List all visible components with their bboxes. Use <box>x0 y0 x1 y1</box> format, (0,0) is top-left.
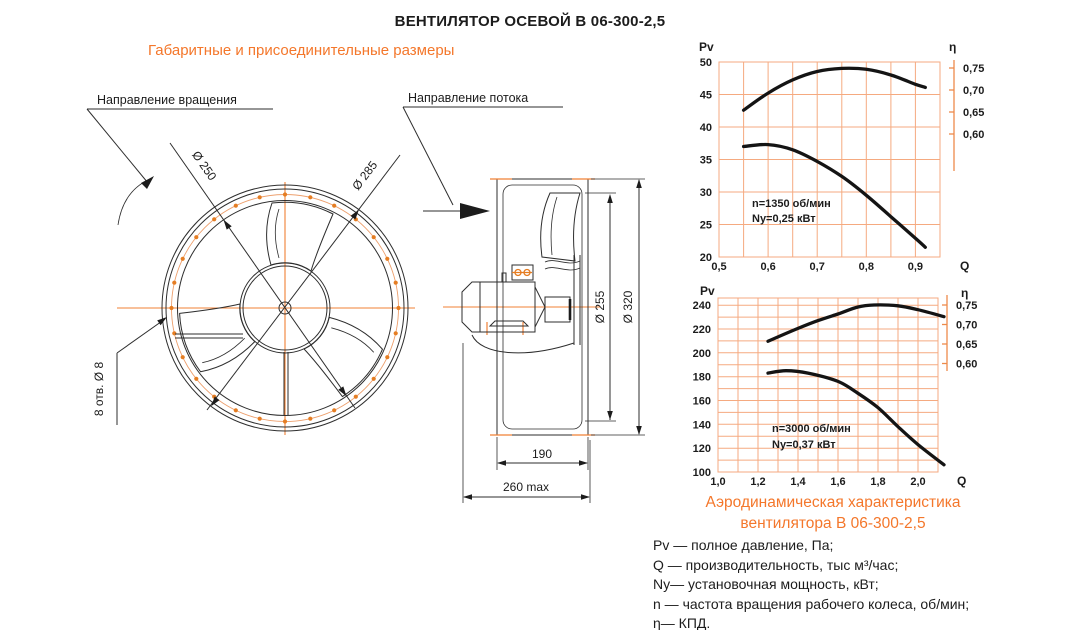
svg-text:0,75: 0,75 <box>956 300 977 312</box>
dim-190-label: 190 <box>532 447 552 461</box>
svg-text:0,70: 0,70 <box>963 85 984 97</box>
blade-stems <box>175 333 289 415</box>
dim-260max: 260 max <box>462 343 591 503</box>
svg-text:0,65: 0,65 <box>956 339 977 351</box>
svg-text:Pv: Pv <box>700 284 715 298</box>
junction-box-bolts <box>512 268 532 277</box>
hub-inner-circle <box>242 265 328 351</box>
svg-text:1,4: 1,4 <box>790 476 806 488</box>
dimensions-subtitle: Габаритные и присоединительные размеры <box>148 42 455 59</box>
holes-callout: 8 отв. Ø 8 <box>92 317 167 425</box>
svg-text:η: η <box>949 40 956 54</box>
dim-255-label: Ø 255 <box>593 290 607 323</box>
caption-line2: вентилятора В 06-300-2,5 <box>740 515 926 532</box>
impeller <box>540 192 581 345</box>
svg-text:0,70: 0,70 <box>956 320 977 332</box>
svg-text:50: 50 <box>700 57 712 69</box>
flow-arrow-icon <box>460 203 490 219</box>
leader-line <box>86 108 149 184</box>
svg-text:0,60: 0,60 <box>963 129 984 141</box>
legend-line: Pv — полное давление, Па; <box>653 537 834 553</box>
svg-text:100: 100 <box>693 467 711 479</box>
svg-text:n=3000 об/мин: n=3000 об/мин <box>772 423 851 435</box>
svg-text:30: 30 <box>700 187 712 199</box>
svg-text:0,5: 0,5 <box>711 261 726 273</box>
svg-text:180: 180 <box>693 372 711 384</box>
svg-text:0,7: 0,7 <box>810 261 825 273</box>
flange-outer-circle <box>161 184 409 432</box>
svg-text:2,0: 2,0 <box>910 476 925 488</box>
rotation-arrow-icon <box>141 176 154 189</box>
svg-text:Q: Q <box>960 259 969 273</box>
symbols-legend: Pv — полное давление, Па; Q — производит… <box>653 536 969 630</box>
hub-circle <box>239 262 331 354</box>
legend-line: Q — производительность, тыс м³/час; <box>653 556 899 573</box>
holes-label: 8 отв. Ø 8 <box>92 362 106 417</box>
svg-text:Ny=0,37 кВт: Ny=0,37 кВт <box>772 439 836 451</box>
svg-text:1,0: 1,0 <box>710 476 725 488</box>
svg-text:1,2: 1,2 <box>750 476 765 488</box>
dim-320-label: Ø 320 <box>621 290 635 323</box>
leader-line <box>402 106 454 206</box>
svg-text:140: 140 <box>693 419 711 431</box>
aero-chart-3000rpm: 1,0 1,2 1,4 1,6 1,8 2,0 100 120 140 160 180 200 220 2… <box>693 284 978 488</box>
svg-text:n=1350 об/мин: n=1350 об/мин <box>752 198 831 210</box>
legend-line: n — частота вращения рабочего колеса, об… <box>653 595 970 612</box>
flow-direction-label: Направление потока <box>408 91 528 105</box>
svg-text:0,75: 0,75 <box>963 63 984 75</box>
svg-text:Pv: Pv <box>699 40 714 54</box>
svg-text:0,60: 0,60 <box>956 359 977 371</box>
fan-blade <box>266 201 334 272</box>
svg-text:η: η <box>961 286 968 300</box>
svg-text:45: 45 <box>700 90 712 102</box>
svg-text:0,8: 0,8 <box>859 261 874 273</box>
fan-side-view-drawing: Направление потока <box>402 91 645 503</box>
svg-text:25: 25 <box>700 220 712 232</box>
svg-text:0,9: 0,9 <box>908 261 923 273</box>
rotation-direction-label: Направление вращения <box>97 93 237 107</box>
motor <box>461 264 575 354</box>
aero-chart-1350rpm: 0,5 0,6 0,7 0,8 0,9 20 25 30 35 40 45 50 0,75 0,70 0,6… <box>699 40 984 273</box>
flange-center-marks <box>486 178 595 436</box>
shaft-circle <box>278 301 292 315</box>
legend-line: η— КПД. <box>653 615 711 630</box>
legend-line: Ny— установочная мощность, кВт; <box>653 576 879 592</box>
duct-bore-circle <box>177 200 393 416</box>
svg-text:200: 200 <box>693 348 711 360</box>
fan-front-view-drawing: Направление вращения <box>86 93 415 435</box>
svg-text:120: 120 <box>693 443 711 455</box>
caption-line1: Аэродинамическая характеристика <box>705 494 961 511</box>
dim-190: 190 <box>496 437 589 470</box>
page-title: ВЕНТИЛЯТОР ОСЕВОЙ В 06-300-2,5 <box>394 13 666 30</box>
flange-inner-circle <box>165 188 405 428</box>
svg-text:35: 35 <box>700 155 712 167</box>
svg-text:1,8: 1,8 <box>870 476 885 488</box>
fan-blade <box>168 284 263 378</box>
svg-text:160: 160 <box>693 396 711 408</box>
svg-text:Q: Q <box>957 474 966 488</box>
bolt-holes <box>169 192 401 424</box>
svg-text:0,65: 0,65 <box>963 107 984 119</box>
svg-text:220: 220 <box>693 324 711 336</box>
chart-caption: Аэродинамическая характеристика вентилят… <box>678 492 988 534</box>
svg-text:0,6: 0,6 <box>760 261 775 273</box>
dim-260max-label: 260 max <box>503 480 549 494</box>
svg-text:1,6: 1,6 <box>830 476 845 488</box>
svg-text:Ny=0,25 кВт: Ny=0,25 кВт <box>752 213 816 225</box>
support-strut <box>471 334 575 354</box>
dim-255: Ø 255 <box>585 192 616 422</box>
dim-250-label: Ø 250 <box>189 148 219 183</box>
svg-text:40: 40 <box>700 122 712 134</box>
svg-text:240: 240 <box>693 300 711 312</box>
dim-320: Ø 320 <box>591 178 645 436</box>
svg-text:20: 20 <box>700 252 712 264</box>
